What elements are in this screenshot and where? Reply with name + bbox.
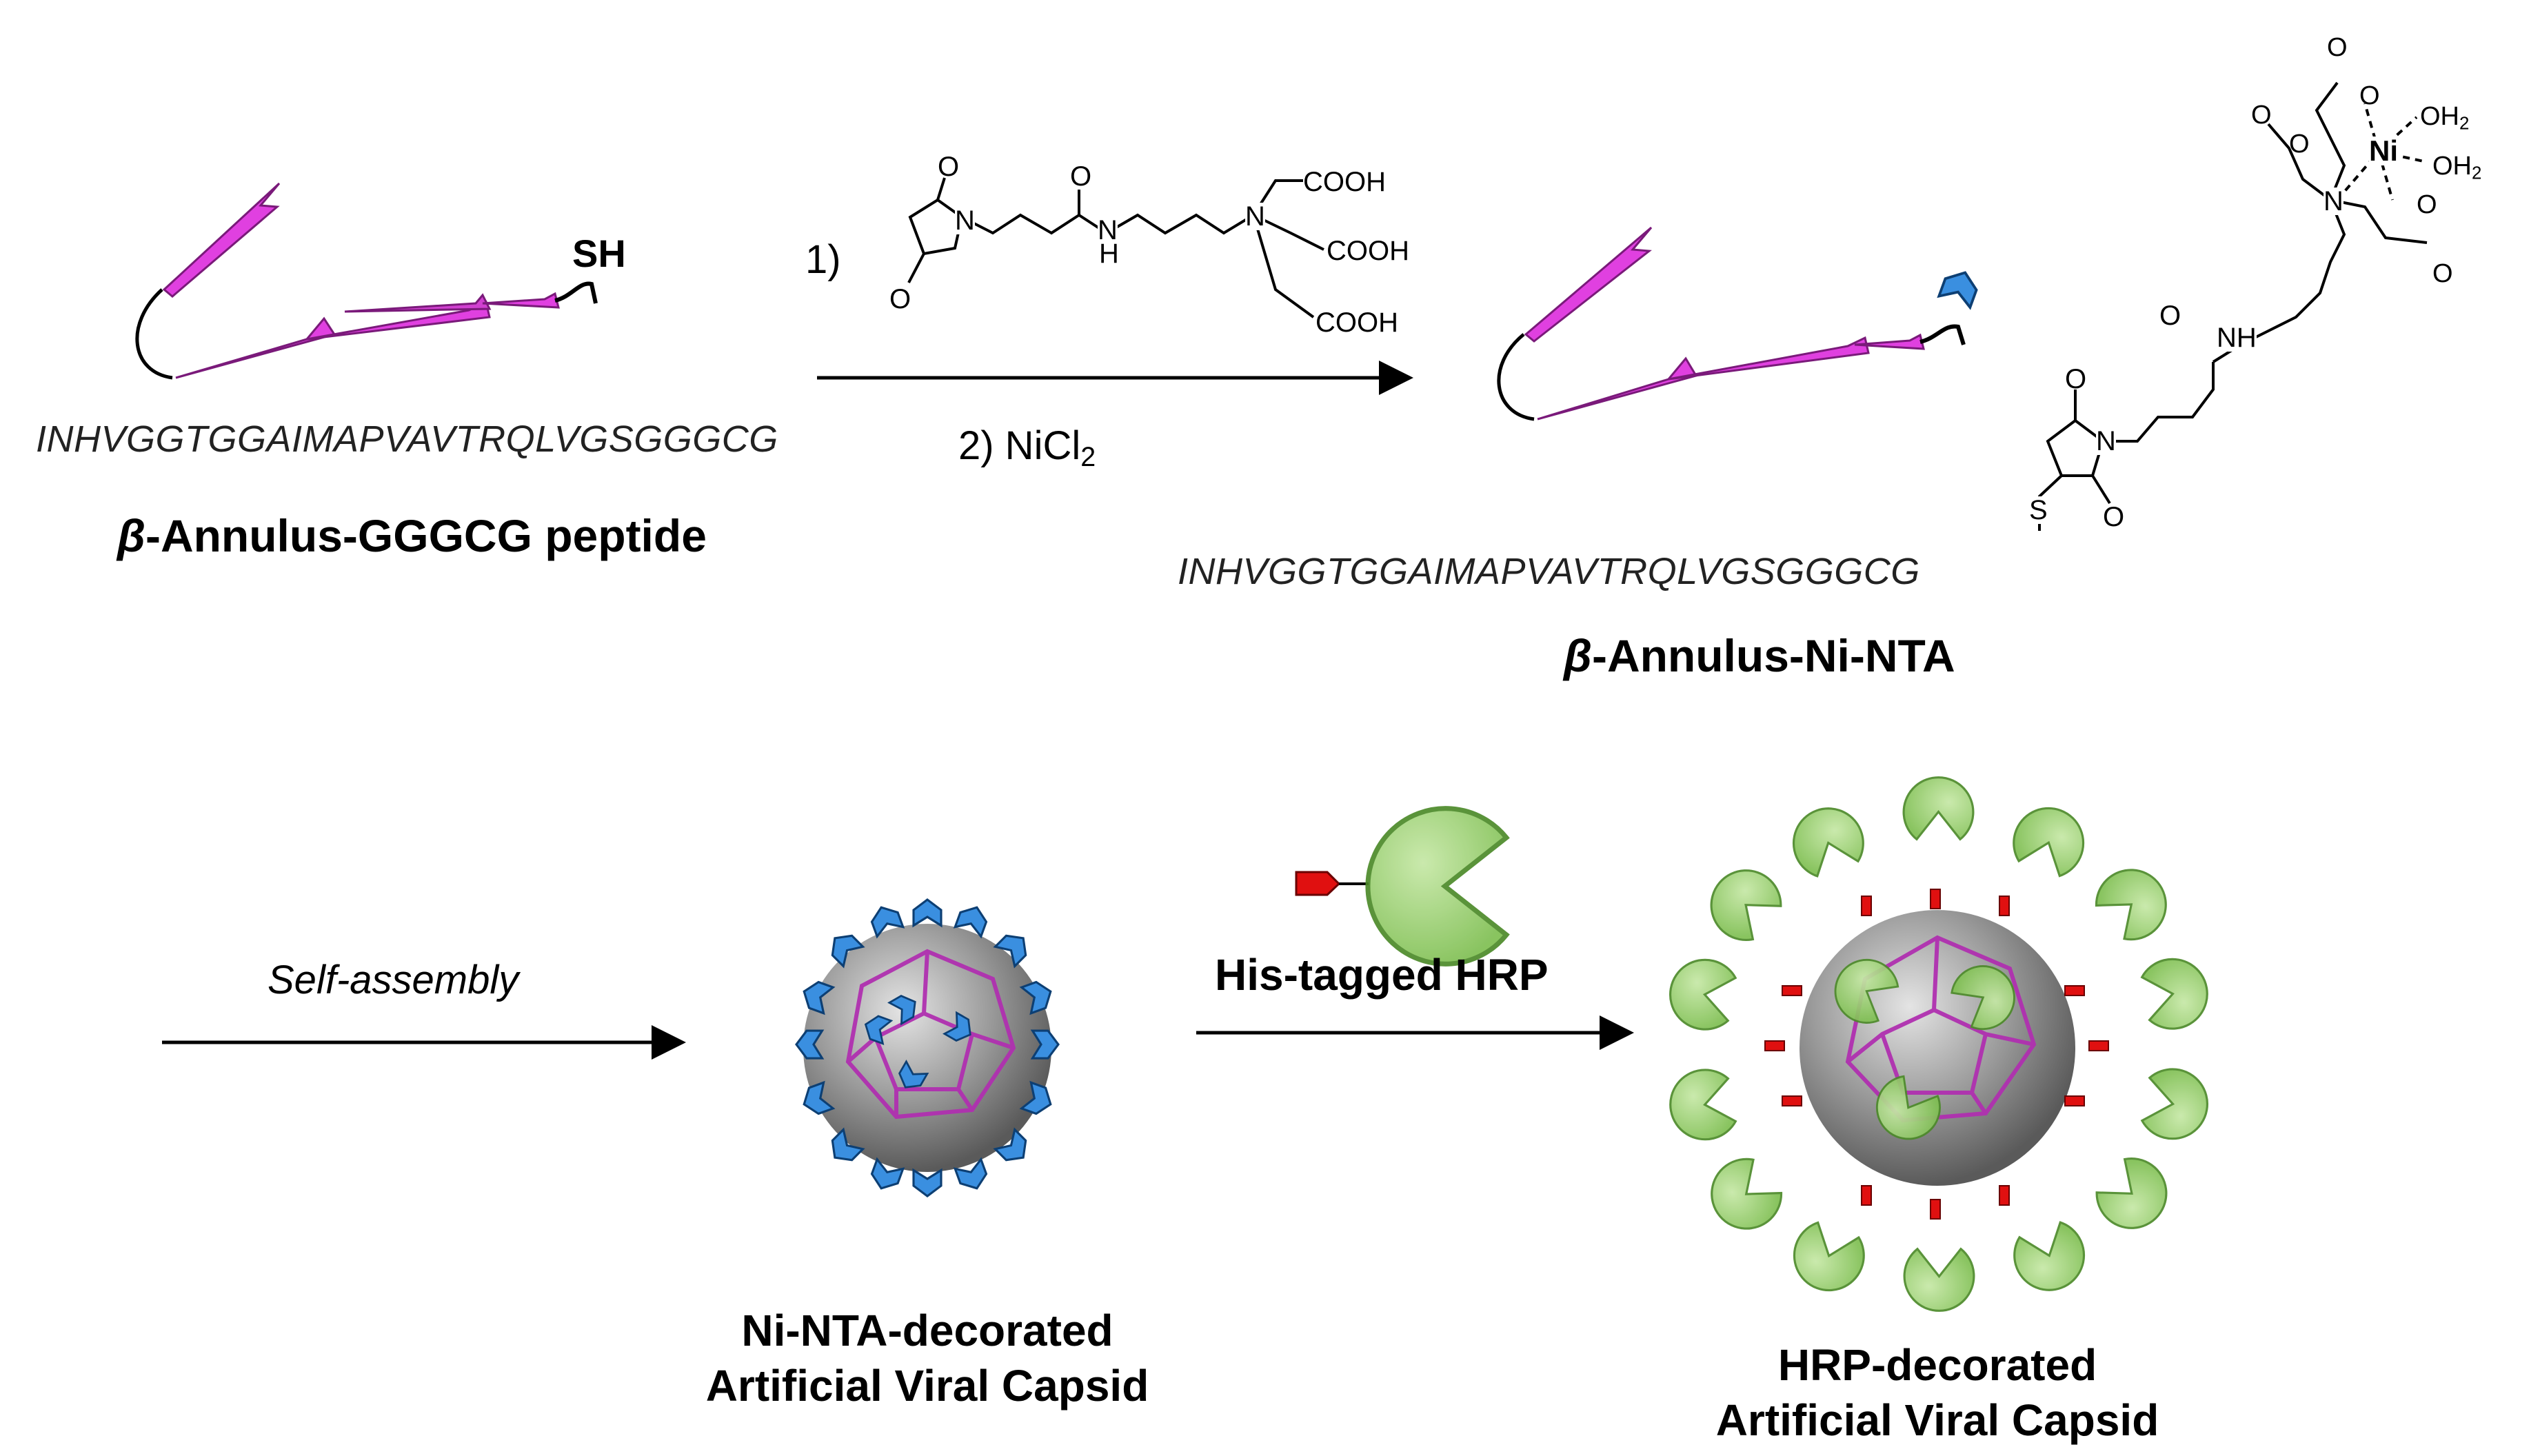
water-subscript: 2 — [2472, 163, 2482, 183]
atom-o: O — [2327, 33, 2348, 62]
atom-o: O — [2065, 364, 2087, 394]
ni-nta-capsid-line2: Artificial Viral Capsid — [705, 1361, 1149, 1410]
his-tagged-hrp-icon — [1295, 809, 1506, 964]
carboxyl-group: COOH — [1327, 236, 1409, 266]
atom-n: N — [955, 205, 975, 236]
self-assembly-label: Self-assembly — [268, 958, 519, 1002]
hrp-capsid — [1663, 776, 2215, 1312]
atom-o: O — [2103, 502, 2125, 532]
product-title: β-Annulus-Ni-NTA — [1564, 633, 1955, 678]
atom-ni: Ni — [2369, 134, 2398, 167]
product-sequence: INHVGGTGGAIMAPVAVTRQLVGSGGGCG — [1178, 551, 1920, 592]
thiol-group-label: SH — [572, 232, 626, 275]
peptide-ribbon-left — [135, 182, 598, 380]
water-oh: OH — [2432, 152, 2472, 181]
atom-o: O — [2417, 190, 2437, 219]
water-ligand: OH2 — [2432, 153, 2481, 183]
atom-o: O — [2159, 301, 2181, 331]
atom-h: H — [1099, 239, 1119, 269]
hrp-capsid-label: HRP-decorated Artificial Viral Capsid — [1662, 1337, 2213, 1448]
atom-o: O — [938, 152, 960, 182]
peptide-sequence: INHVGGTGGAIMAPVAVTRQLVGSGGGCG — [36, 418, 778, 460]
atom-s: S — [2029, 495, 2048, 525]
product-title-text: -Annulus-Ni-NTA — [1591, 630, 1955, 681]
atom-o: O — [2359, 81, 2380, 110]
atom-n: N — [2096, 426, 2116, 456]
hrp-capsid-line1: HRP-decorated — [1777, 1340, 2097, 1390]
ni-nta-capsid — [795, 898, 1060, 1197]
carboxyl-group: COOH — [1316, 307, 1398, 338]
ni-nta-capsid-label: Ni-NTA-decorated Artificial Viral Capsid — [679, 1303, 1176, 1413]
atom-o: O — [2251, 101, 2272, 130]
atom-o: O — [889, 284, 911, 314]
reaction-step-2-subscript: 2 — [1080, 441, 1096, 472]
atom-nh: NH — [2217, 323, 2257, 353]
peptide-title: β-Annulus-GGGCG peptide — [117, 513, 707, 558]
water-ligand: OH2 — [2420, 103, 2469, 133]
beta-symbol: β — [1564, 630, 1592, 681]
peptide-ribbon-right — [1497, 226, 1982, 421]
carboxyl-group: COOH — [1303, 167, 1386, 197]
water-subscript: 2 — [2459, 114, 2470, 134]
his-tag-links — [1764, 889, 2109, 1220]
reaction-step-1: 1) — [805, 237, 841, 282]
atom-n: N — [1098, 215, 1118, 245]
ni-nta-capsid-line1: Ni-NTA-decorated — [741, 1306, 1113, 1355]
reaction-step-2-text: 2) NiCl — [958, 423, 1081, 468]
atom-o: O — [2432, 259, 2453, 288]
atom-n: N — [1245, 201, 1265, 232]
hrp-capsid-line2: Artificial Viral Capsid — [1715, 1395, 2159, 1445]
water-oh: OH — [2420, 102, 2459, 131]
atom-o: O — [1070, 161, 1092, 192]
his-tagged-hrp-label: His-tagged HRP — [1215, 950, 1549, 1000]
atom-n: N — [2324, 186, 2344, 216]
atom-o: O — [2289, 130, 2310, 159]
reaction-step-2: 2) NiCl2 — [958, 426, 1096, 471]
peptide-title-text: -Annulus-GGGCG peptide — [145, 510, 707, 561]
beta-symbol: β — [117, 510, 145, 561]
